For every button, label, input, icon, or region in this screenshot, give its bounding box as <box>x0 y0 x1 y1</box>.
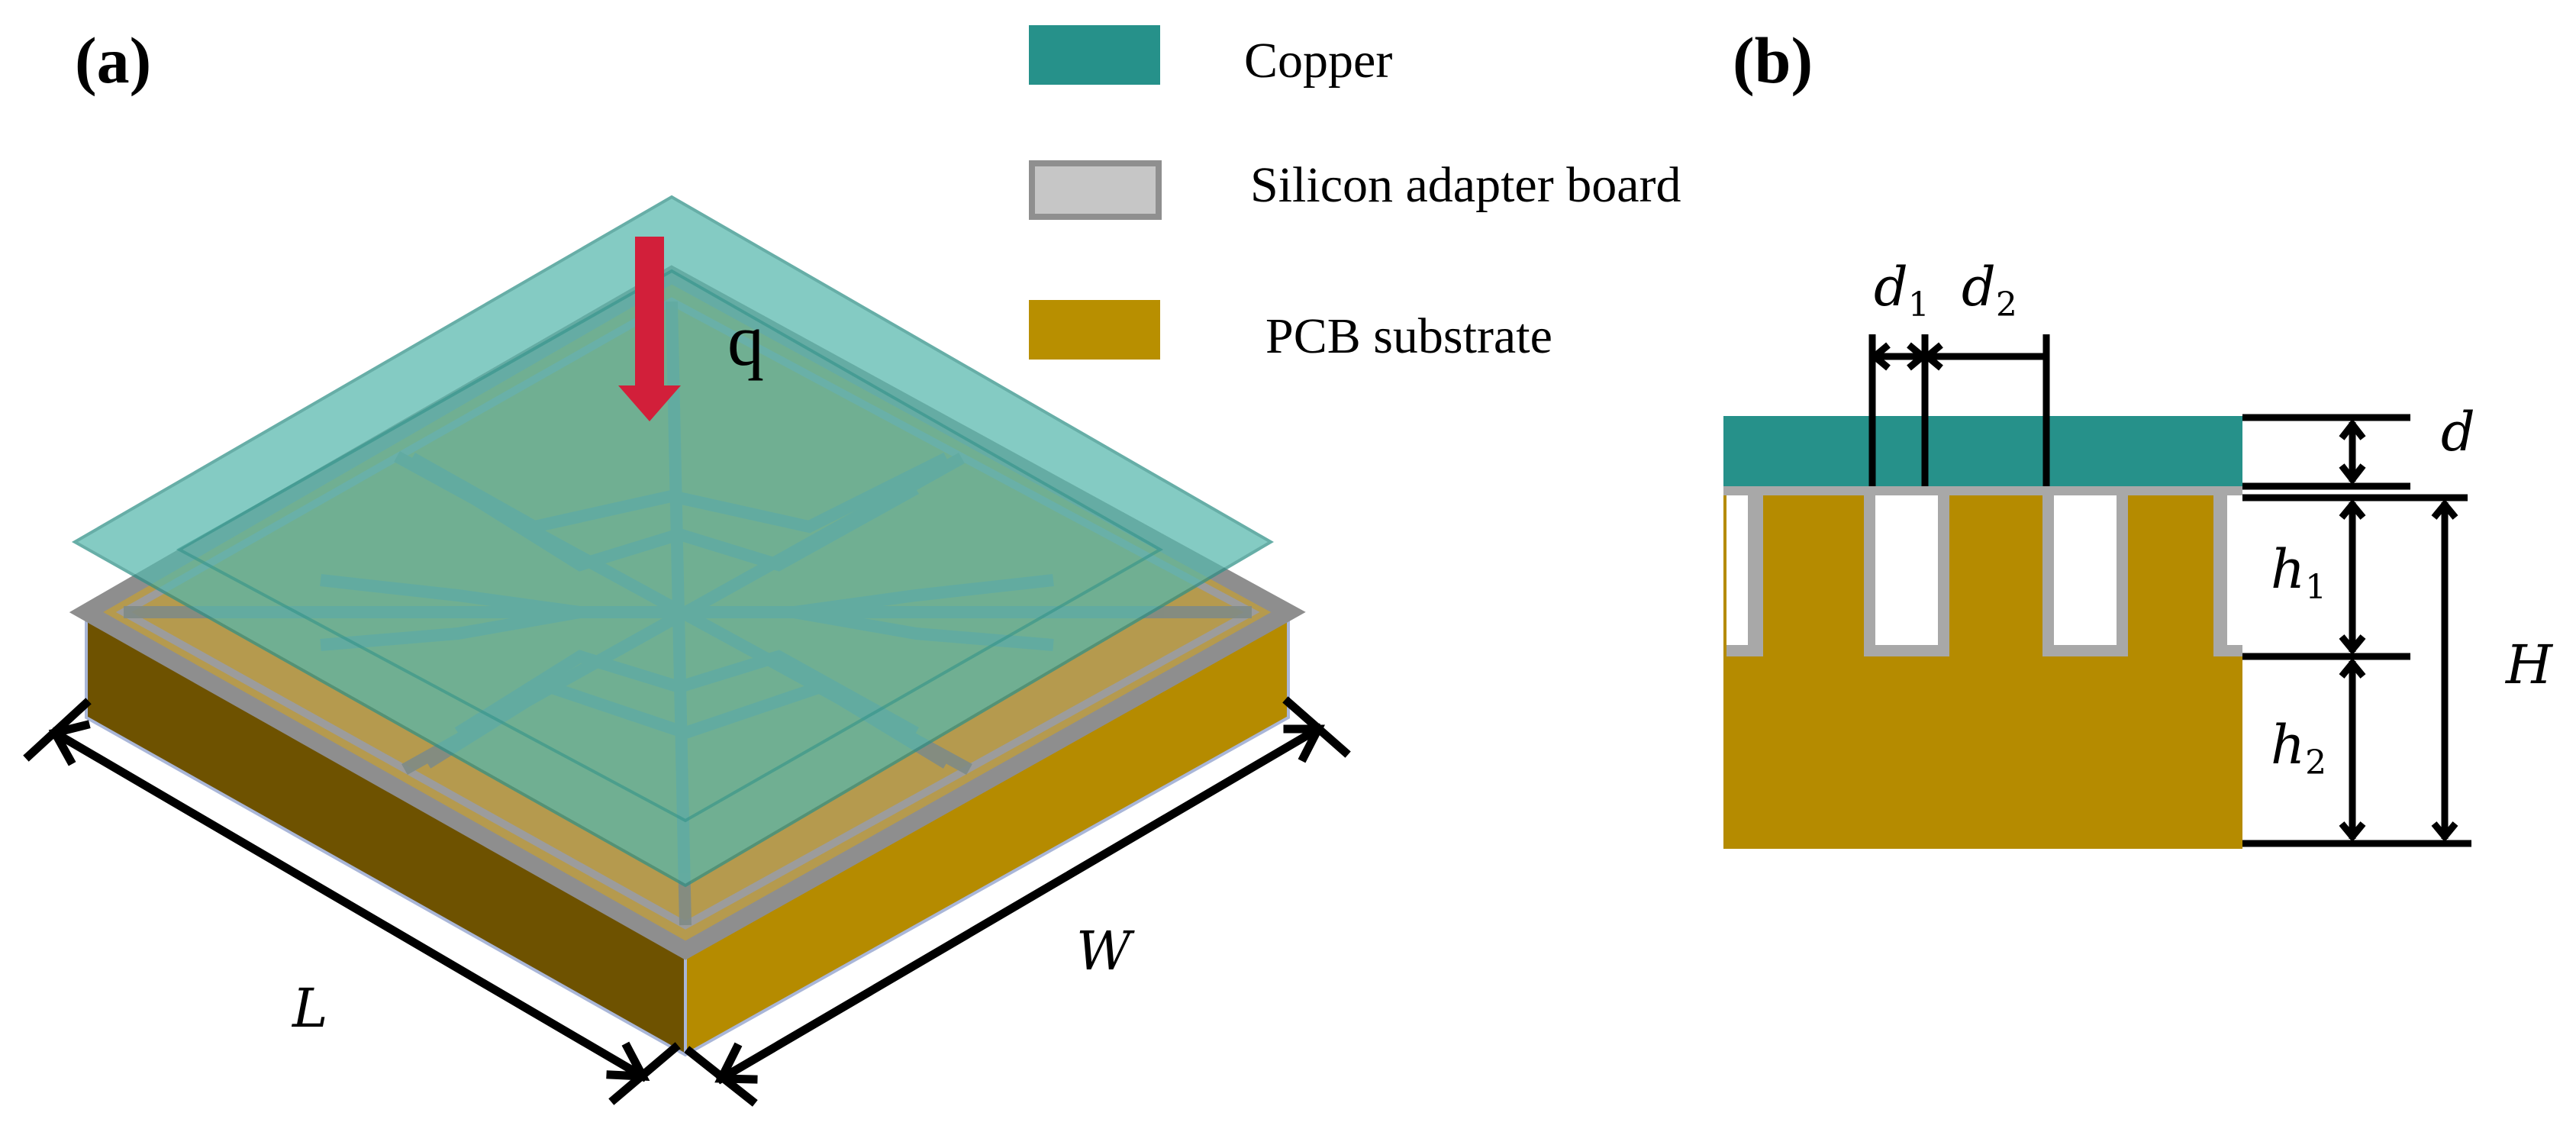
dimension-h2-label: h2 <box>2271 714 2326 782</box>
copper-plate <box>71 195 1274 888</box>
dimension-W <box>684 696 1351 1107</box>
dimension-d-label: d <box>2441 401 2475 463</box>
dimension-H-label: H <box>2504 634 2554 696</box>
legend-swatch-silicon <box>1029 160 1162 220</box>
panel-label-a: (a) <box>75 24 151 97</box>
legend-label-copper: Copper <box>1244 33 1392 89</box>
dimension-h1-label: h1 <box>2271 538 2326 607</box>
dimension-d2-label: d2 <box>1962 256 2017 324</box>
dimension-d1-label: d1 <box>1874 256 1930 324</box>
cross-section-copper <box>1723 416 2242 486</box>
legend-label-silicon: Silicon adapter board <box>1250 157 1681 213</box>
pcb-right-face <box>685 612 1288 1055</box>
dimension-L <box>23 698 681 1105</box>
legend-swatch-copper <box>1029 25 1160 85</box>
copper-plate-inner <box>176 269 1164 823</box>
dimension-d1-d2 <box>1868 334 2050 486</box>
isometric-assembly: q L W <box>23 195 1351 1107</box>
legend-swatch-pcb <box>1029 300 1160 360</box>
cross-section: d1 d2 d h1 h2 H <box>1723 256 2554 849</box>
cross-section-pcb <box>1723 486 2242 849</box>
dimension-right <box>2242 414 2471 847</box>
legend: Copper Silicon adapter board PCB substra… <box>1029 25 1681 364</box>
dimension-L-label: L <box>291 977 327 1040</box>
legend-label-pcb: PCB substrate <box>1265 308 1552 364</box>
pcb-left-face <box>86 612 685 1055</box>
dimension-W-label: W <box>1076 920 1135 982</box>
panel-label-b: (b) <box>1733 24 1813 97</box>
block-outline <box>85 612 1290 1057</box>
heat-flux-label: q <box>727 299 764 381</box>
channels <box>1723 486 2242 656</box>
heat-flux-arrow <box>618 237 681 421</box>
